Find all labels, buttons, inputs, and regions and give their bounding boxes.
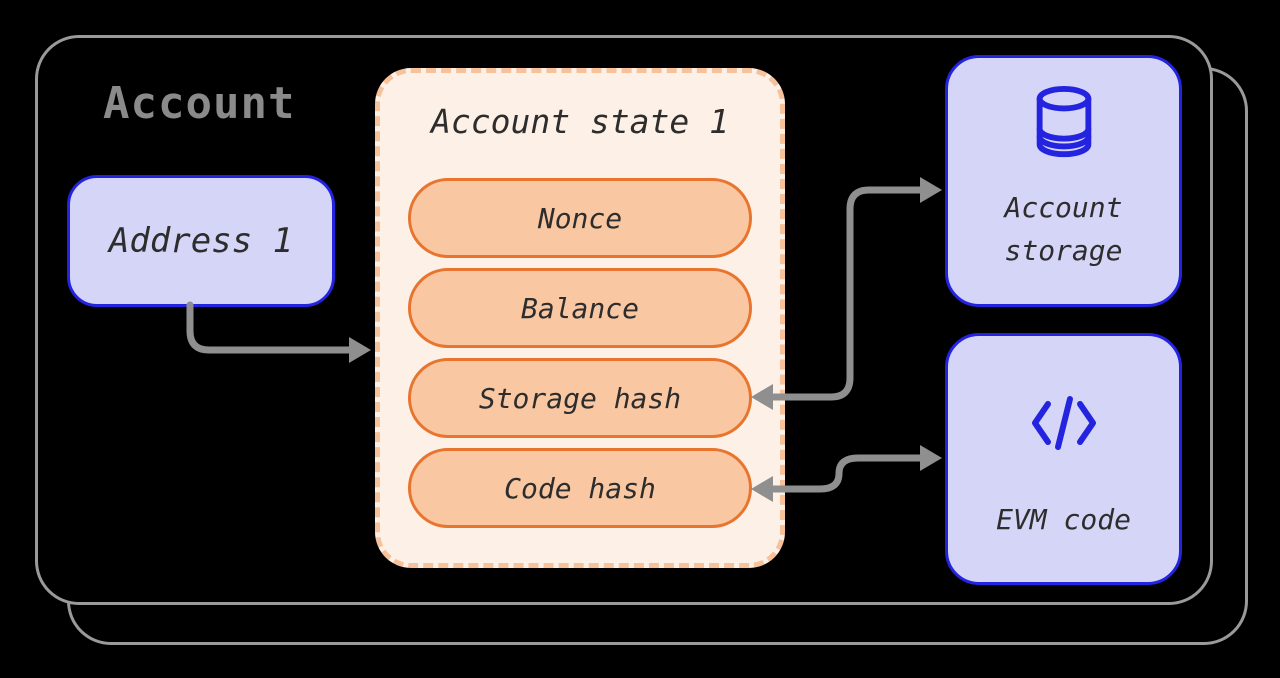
- address-label: Address 1: [108, 221, 294, 261]
- account-storage-label: Account storage: [1004, 186, 1122, 272]
- balance-pill: Balance: [408, 268, 752, 348]
- account-storage-label-line2: storage: [1004, 234, 1123, 267]
- account-state-box: Account state 1 Nonce Balance Storage ha…: [375, 68, 785, 568]
- code-icon: [1031, 396, 1096, 450]
- code-hash-pill: Code hash: [408, 448, 752, 528]
- storage-hash-label: Storage hash: [478, 381, 682, 415]
- account-state-fields: Nonce Balance Storage hash Code hash: [408, 178, 752, 528]
- evm-code-label: EVM code: [996, 503, 1131, 536]
- evm-code-box: EVM code: [945, 333, 1182, 585]
- nonce-pill: Nonce: [408, 178, 752, 258]
- account-title: Account: [103, 78, 296, 129]
- code-hash-label: Code hash: [504, 471, 656, 505]
- balance-label: Balance: [520, 291, 639, 325]
- nonce-label: Nonce: [537, 201, 623, 235]
- account-state-title: Account state 1: [430, 102, 729, 141]
- storage-hash-pill: Storage hash: [408, 358, 752, 438]
- account-storage-box: Account storage: [945, 55, 1182, 307]
- account-storage-label-line1: Account: [1004, 191, 1123, 224]
- database-icon: [1036, 86, 1091, 158]
- address-box: Address 1: [67, 175, 335, 307]
